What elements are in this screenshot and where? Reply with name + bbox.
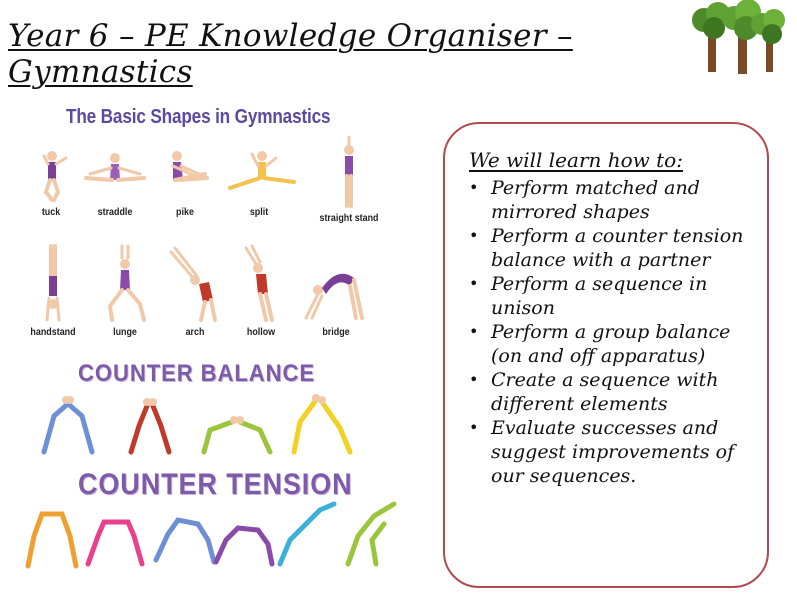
counter-tension-figures <box>25 501 397 569</box>
counter-balance-pair <box>291 394 353 455</box>
pose-body <box>110 164 120 180</box>
straddle-figure-icon <box>84 153 146 182</box>
pose-body <box>322 273 354 294</box>
counter-balance-pair <box>201 416 273 455</box>
pose-body <box>120 270 130 290</box>
pose-hollow: hollow <box>226 244 296 338</box>
page-title: Year 6 – PE Knowledge Organiser – Gymnas… <box>8 18 573 90</box>
pose-bridge: bridge <box>296 244 376 338</box>
basic-shapes-panel: The Basic Shapes in Gymnastics tuck stra… <box>28 96 388 346</box>
learning-heading: We will learn how to: <box>469 148 683 172</box>
counter-tension-pair <box>153 517 217 565</box>
pose-split: split <box>224 148 296 218</box>
pose-straight-stand: straight stand <box>314 136 384 224</box>
pair-figure <box>85 519 145 567</box>
handstand-figure-icon <box>45 244 61 322</box>
counter-balance-pair <box>41 396 95 455</box>
counter-tension-pair <box>213 525 275 567</box>
pose-tuck: tuck <box>16 148 86 218</box>
pike-figure-icon <box>171 151 209 182</box>
counter-tension-pair <box>25 511 79 569</box>
list-item: Perform a sequence in unison <box>467 272 759 320</box>
pose-body <box>48 162 56 180</box>
pose-label: split <box>249 206 269 218</box>
straight-stand-figure-icon <box>344 136 354 208</box>
pose-label: lunge <box>113 326 137 338</box>
pose-label: arch <box>185 326 205 338</box>
pose-body <box>345 156 353 176</box>
counter-balance-heading: COUNTER BALANCE <box>78 360 316 387</box>
counter-tension-pair <box>277 501 337 567</box>
pair-figure <box>213 525 275 567</box>
list-item: Perform a counter tension balance with a… <box>467 224 759 272</box>
counter-tension-pair <box>345 501 397 567</box>
pair-figure <box>291 397 353 455</box>
pose-label: handstand <box>30 326 76 338</box>
pose-label: straight stand <box>319 212 379 224</box>
list-item: Create a sequence with different element… <box>467 368 759 416</box>
pair-figure <box>25 511 79 569</box>
pose-body <box>49 276 57 296</box>
counter-balance-pair <box>128 398 172 455</box>
counter-tension-heading: COUNTER TENSION <box>78 468 353 501</box>
lunge-figure-icon <box>107 244 146 322</box>
pose-label: tuck <box>41 206 61 218</box>
list-item: Perform a group balance (on and off appa… <box>467 320 759 368</box>
hollow-figure-icon <box>244 244 274 322</box>
shapes-heading: The Basic Shapes in Gymnastics <box>66 106 331 128</box>
pose-arch: arch <box>160 244 230 338</box>
list-item: Evaluate successes and suggest improveme… <box>467 416 759 488</box>
pose-body <box>256 274 268 294</box>
pair-figure <box>201 419 273 455</box>
learning-list: Perform matched and mirrored shapes Perf… <box>467 176 759 488</box>
pair-figure <box>153 517 217 565</box>
pose-straddle: straddle <box>80 148 150 218</box>
arch-figure-icon <box>169 246 217 322</box>
pose-label: hollow <box>246 326 276 338</box>
pair-figure <box>345 501 397 567</box>
split-figure-icon <box>228 151 296 190</box>
tuck-figure-icon <box>42 151 68 202</box>
pair-figure <box>277 501 337 567</box>
pose-body <box>199 282 213 302</box>
pose-label: straddle <box>97 206 133 218</box>
pair-figure <box>128 403 172 455</box>
counter-balance-figures <box>41 394 353 455</box>
pose-lunge: lunge <box>90 244 160 338</box>
bridge-figure-icon <box>304 273 364 320</box>
learning-objectives-box: We will learn how to: Perform matched an… <box>443 122 769 588</box>
pose-pike: pike <box>150 148 220 218</box>
pose-body <box>258 162 266 178</box>
pose-label: pike <box>176 206 194 218</box>
counter-tension-pair <box>85 519 145 567</box>
pose-handstand: handstand <box>18 244 88 338</box>
trees-icon <box>692 0 785 74</box>
list-item: Perform matched and mirrored shapes <box>467 176 759 224</box>
pair-figure <box>41 399 95 455</box>
pose-label: bridge <box>322 326 350 338</box>
